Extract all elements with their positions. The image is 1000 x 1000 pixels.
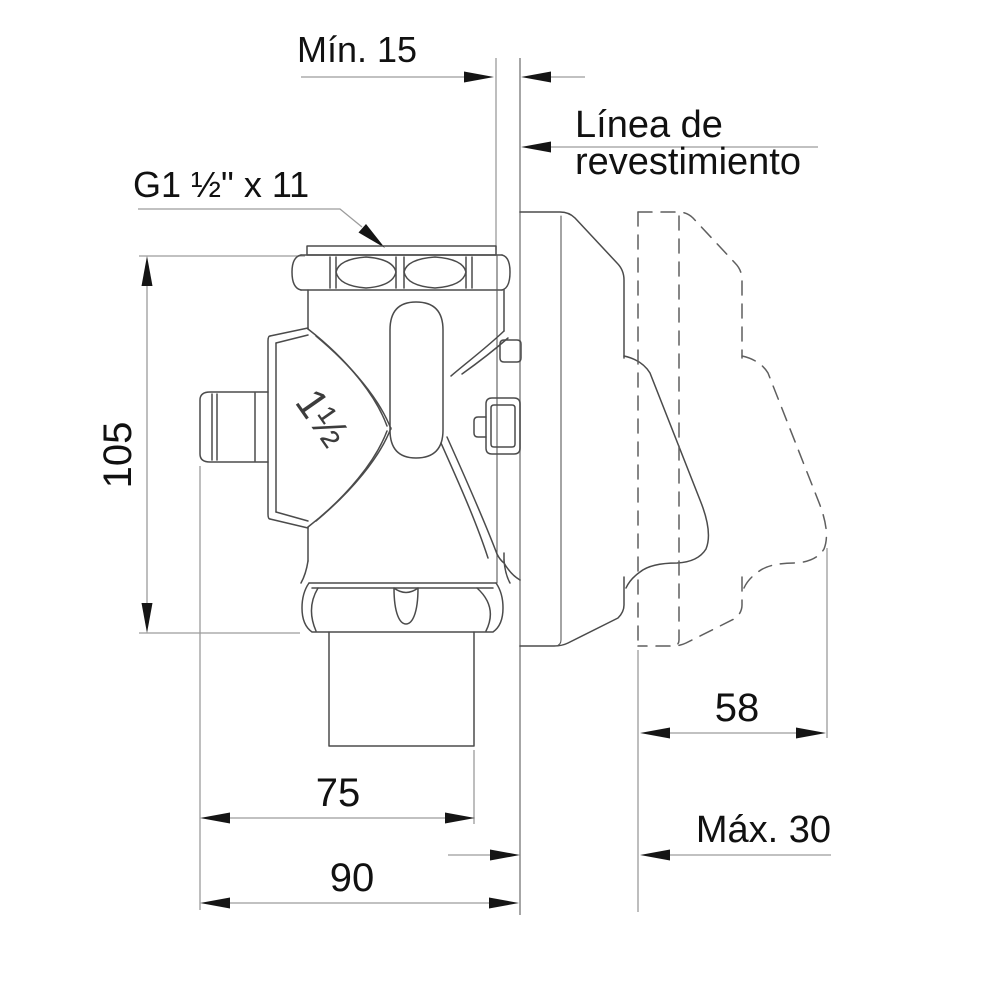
wall-tab	[499, 339, 522, 363]
inlet-flange	[267, 327, 309, 529]
labels: Mín. 15 Línea de revestimiento G1 ½" x 1…	[96, 29, 831, 900]
cover-plate	[519, 211, 710, 647]
label-thread-spec: G1 ½" x 11	[133, 164, 309, 205]
inlet-thread-stub	[199, 391, 269, 463]
dim-label-trim-58: 58	[715, 686, 760, 730]
wall-finish-line	[495, 58, 521, 915]
push-button	[623, 355, 710, 589]
label-lining-line-2: revestimiento	[575, 141, 801, 183]
top-coupling-nut	[291, 254, 511, 291]
label-lining-line-1: Línea de	[575, 104, 723, 146]
cover-plate-dashed	[637, 211, 828, 647]
dim-label-height-105: 105	[96, 422, 140, 489]
outlet-nut	[301, 582, 504, 633]
label-inlet-size-mark: 1½	[287, 380, 359, 455]
label-max-lining: Máx. 30	[696, 809, 831, 851]
body-right-curves	[440, 330, 521, 581]
dim-label-overall-90: 90	[330, 856, 375, 900]
dim-label-outlet-75: 75	[316, 771, 361, 815]
dimension-lines	[138, 71, 831, 912]
outlet-pipe	[328, 631, 475, 747]
body-cone	[307, 328, 392, 528]
label-min-clearance: Mín. 15	[297, 29, 417, 70]
push-button-dashed	[741, 355, 828, 589]
stop-fitting	[473, 397, 521, 455]
top-cap	[306, 245, 497, 256]
body-slot	[389, 301, 444, 459]
valve-body	[199, 245, 522, 747]
